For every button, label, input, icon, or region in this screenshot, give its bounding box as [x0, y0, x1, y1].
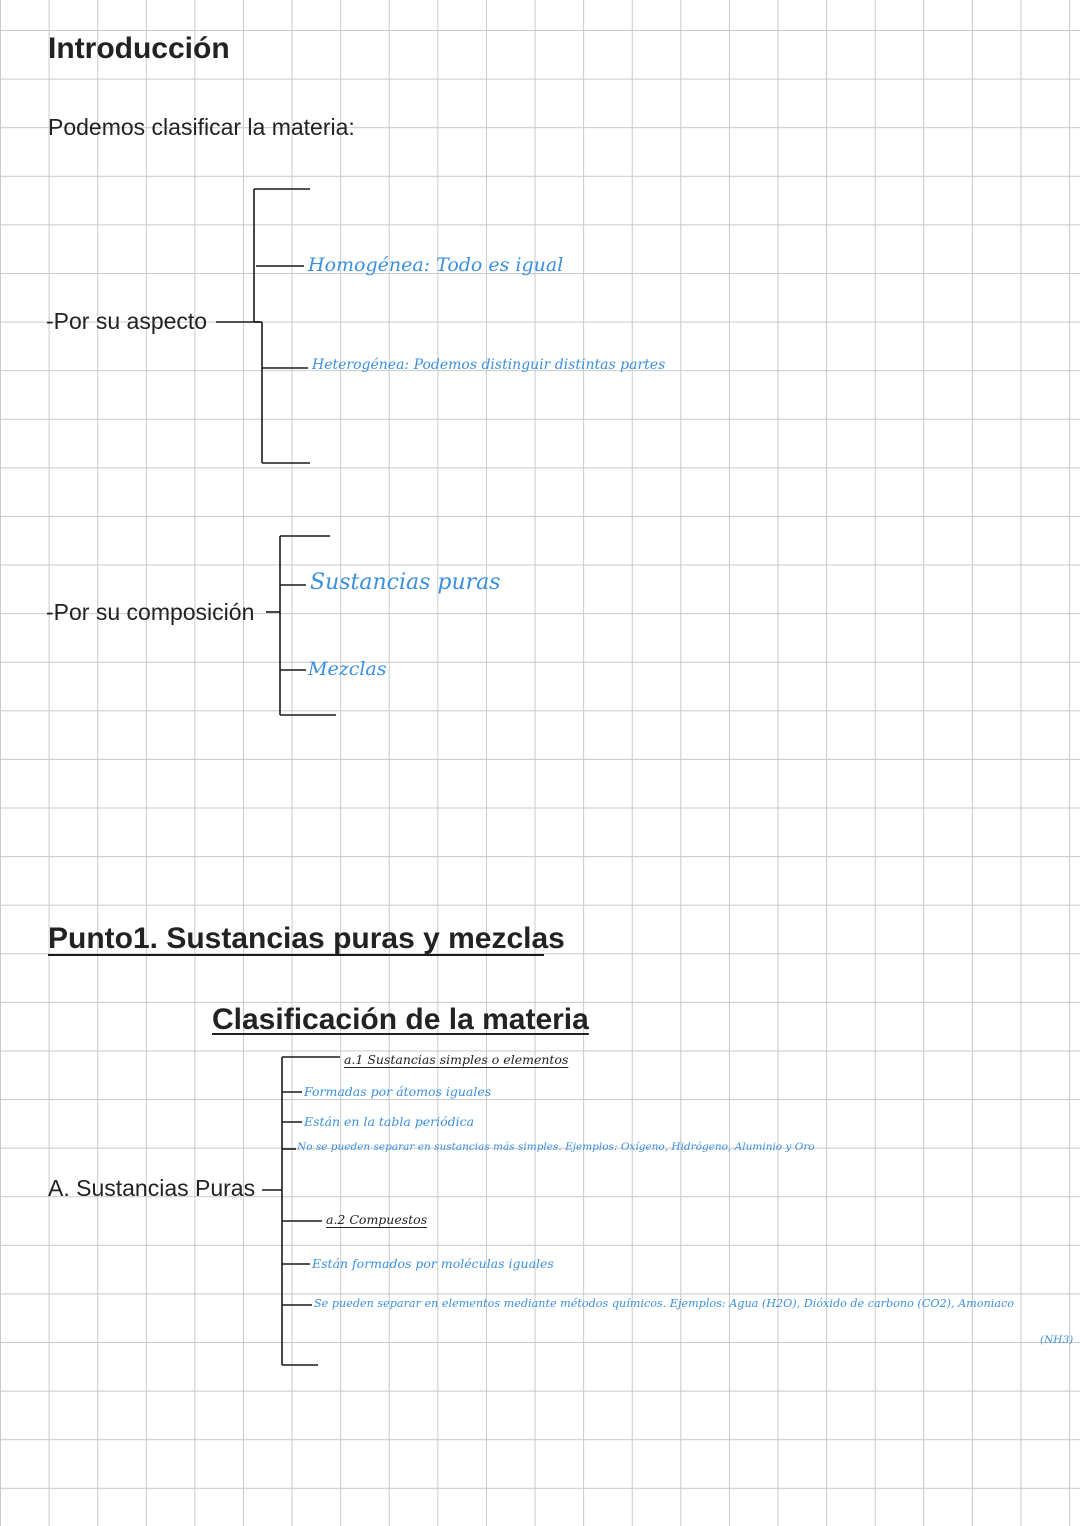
sustancias-puras-label: A. Sustancias Puras: [48, 1175, 256, 1201]
mezclas-note: Mezclas: [308, 658, 387, 680]
punto1-heading: Punto1. Sustancias puras y mezclas: [48, 922, 565, 955]
a1-item: No se pueden separar en sustancias más s…: [297, 1141, 815, 1153]
intro-lead: Podemos clasificar la materia:: [48, 114, 355, 140]
a2-title: a.2 Compuestos: [326, 1212, 428, 1227]
a1-item: Están en la tabla periódica: [304, 1114, 475, 1129]
sustancias-note: Sustancias puras: [310, 570, 501, 595]
a2-extra: (NH3): [1040, 1334, 1074, 1346]
a1-item: Formadas por átomos iguales: [304, 1084, 492, 1099]
clasificacion-subheading: Clasificación de la materia: [212, 1003, 589, 1036]
a2-item: Se pueden separar en elementos mediante …: [314, 1297, 1014, 1310]
a1-title: a.1 Sustancias simples o elementos: [344, 1052, 569, 1067]
composicion-label: -Por su composición: [46, 599, 255, 625]
aspecto-label: -Por su aspecto: [46, 308, 208, 334]
intro-heading: Introducción: [48, 32, 230, 65]
a2-item: Están formados por moléculas iguales: [312, 1256, 554, 1271]
heterogenea-note: Heterogénea: Podemos distinguir distinta…: [312, 357, 666, 373]
homogenea-note: Homogénea: Todo es igual: [308, 254, 564, 276]
